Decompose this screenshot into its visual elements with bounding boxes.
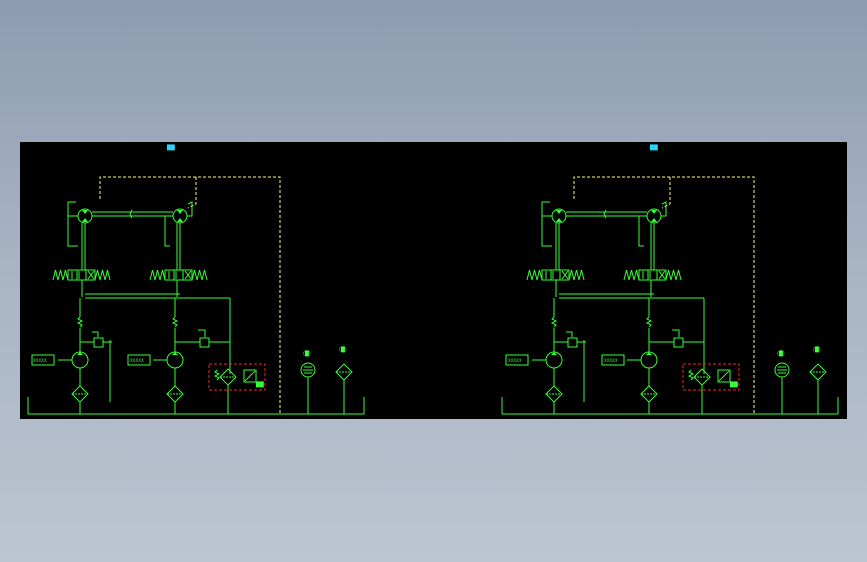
pump-label-right-1: XXXXX — [508, 358, 522, 363]
directional-valve-left-1 — [52, 269, 111, 281]
return-filter-assembly-left — [208, 363, 266, 391]
cad-model-space[interactable]: ██ XXXXX XXXXX ██ (█) (█) ██ XXXXX XXXXX… — [20, 142, 847, 419]
pump-motor-box-right-1 — [505, 354, 529, 366]
pump-label-left-1: XXXXX — [33, 358, 47, 363]
gauge-label-left-1: (█) — [303, 351, 311, 357]
filter-label-right: ██ — [730, 382, 738, 388]
panel-title-left: ██ — [167, 145, 175, 151]
relief-valve-left-1 — [93, 337, 104, 348]
panel-title-right: ██ — [650, 145, 658, 151]
gauge-label-left-2: (█) — [339, 347, 347, 353]
pump-motor-box-right-2 — [601, 354, 625, 366]
pump-label-right-2: XXXXX — [604, 358, 618, 363]
pump-label-left-2: XXXXX — [130, 358, 144, 363]
filter-indicator-left — [243, 369, 257, 383]
pump-motor-box-left-1 — [31, 354, 55, 366]
directional-valve-left-2 — [149, 269, 208, 281]
relief-valve-left-2 — [199, 337, 210, 348]
gauge-label-right-2: (█) — [813, 347, 821, 353]
gauge-label-right-1: (█) — [777, 351, 785, 357]
spring-left-2 — [171, 316, 179, 328]
spring-right-1 — [550, 316, 558, 328]
filter-label-left: ██ — [256, 382, 264, 388]
bypass-spring-left — [213, 369, 221, 381]
directional-valve-right-1 — [526, 269, 585, 281]
filter-indicator-right — [717, 369, 731, 383]
directional-valve-right-2 — [623, 269, 682, 281]
spring-left-1 — [76, 316, 84, 328]
spring-right-2 — [645, 316, 653, 328]
hydraulic-schematic — [27, 176, 839, 415]
pump-motor-box-left-2 — [127, 354, 151, 366]
bypass-spring-right — [687, 369, 695, 381]
schematic-panel-right — [501, 176, 839, 415]
return-filter-assembly-right — [682, 363, 740, 391]
relief-valve-right-2 — [673, 337, 684, 348]
relief-valve-right-1 — [567, 337, 578, 348]
schematic-panel-left — [27, 176, 365, 415]
